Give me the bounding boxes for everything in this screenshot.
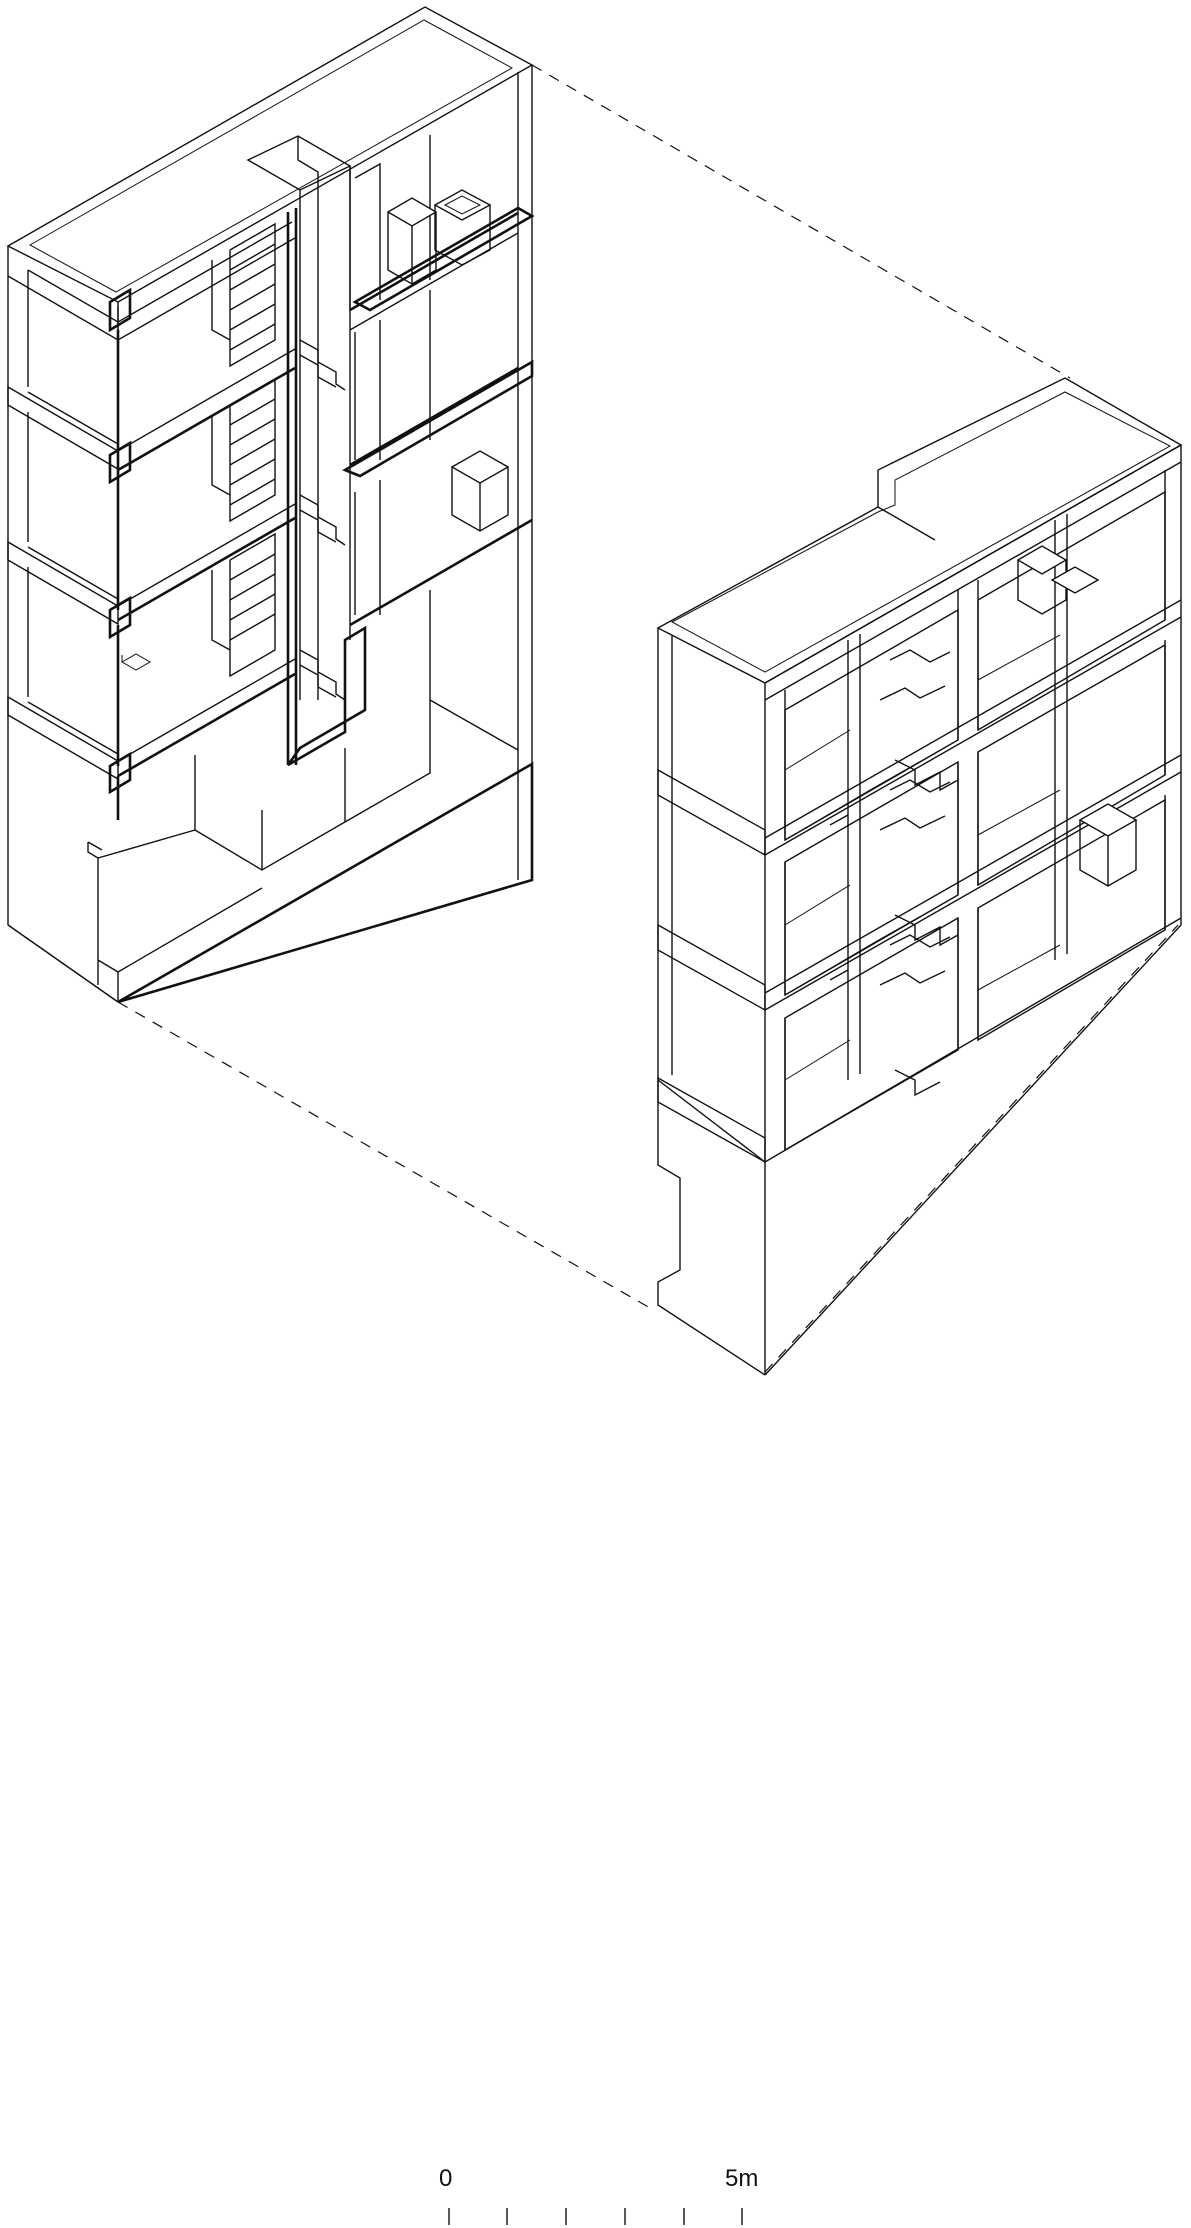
core-stairs: [299, 339, 346, 701]
scale-label-end: 5m: [725, 2165, 759, 2192]
left-stair-run-upper: [211, 222, 276, 368]
left-stair-run-lower: [211, 532, 276, 678]
left-cutaway-volume: [6, 6, 535, 1004]
right-exterior-volume: [656, 377, 1183, 1376]
left-stair-run-middle: [211, 377, 276, 523]
scale-bar: [448, 2208, 743, 2225]
scale-label-start: 0: [439, 2165, 453, 2192]
right-stairs: [829, 649, 959, 1097]
